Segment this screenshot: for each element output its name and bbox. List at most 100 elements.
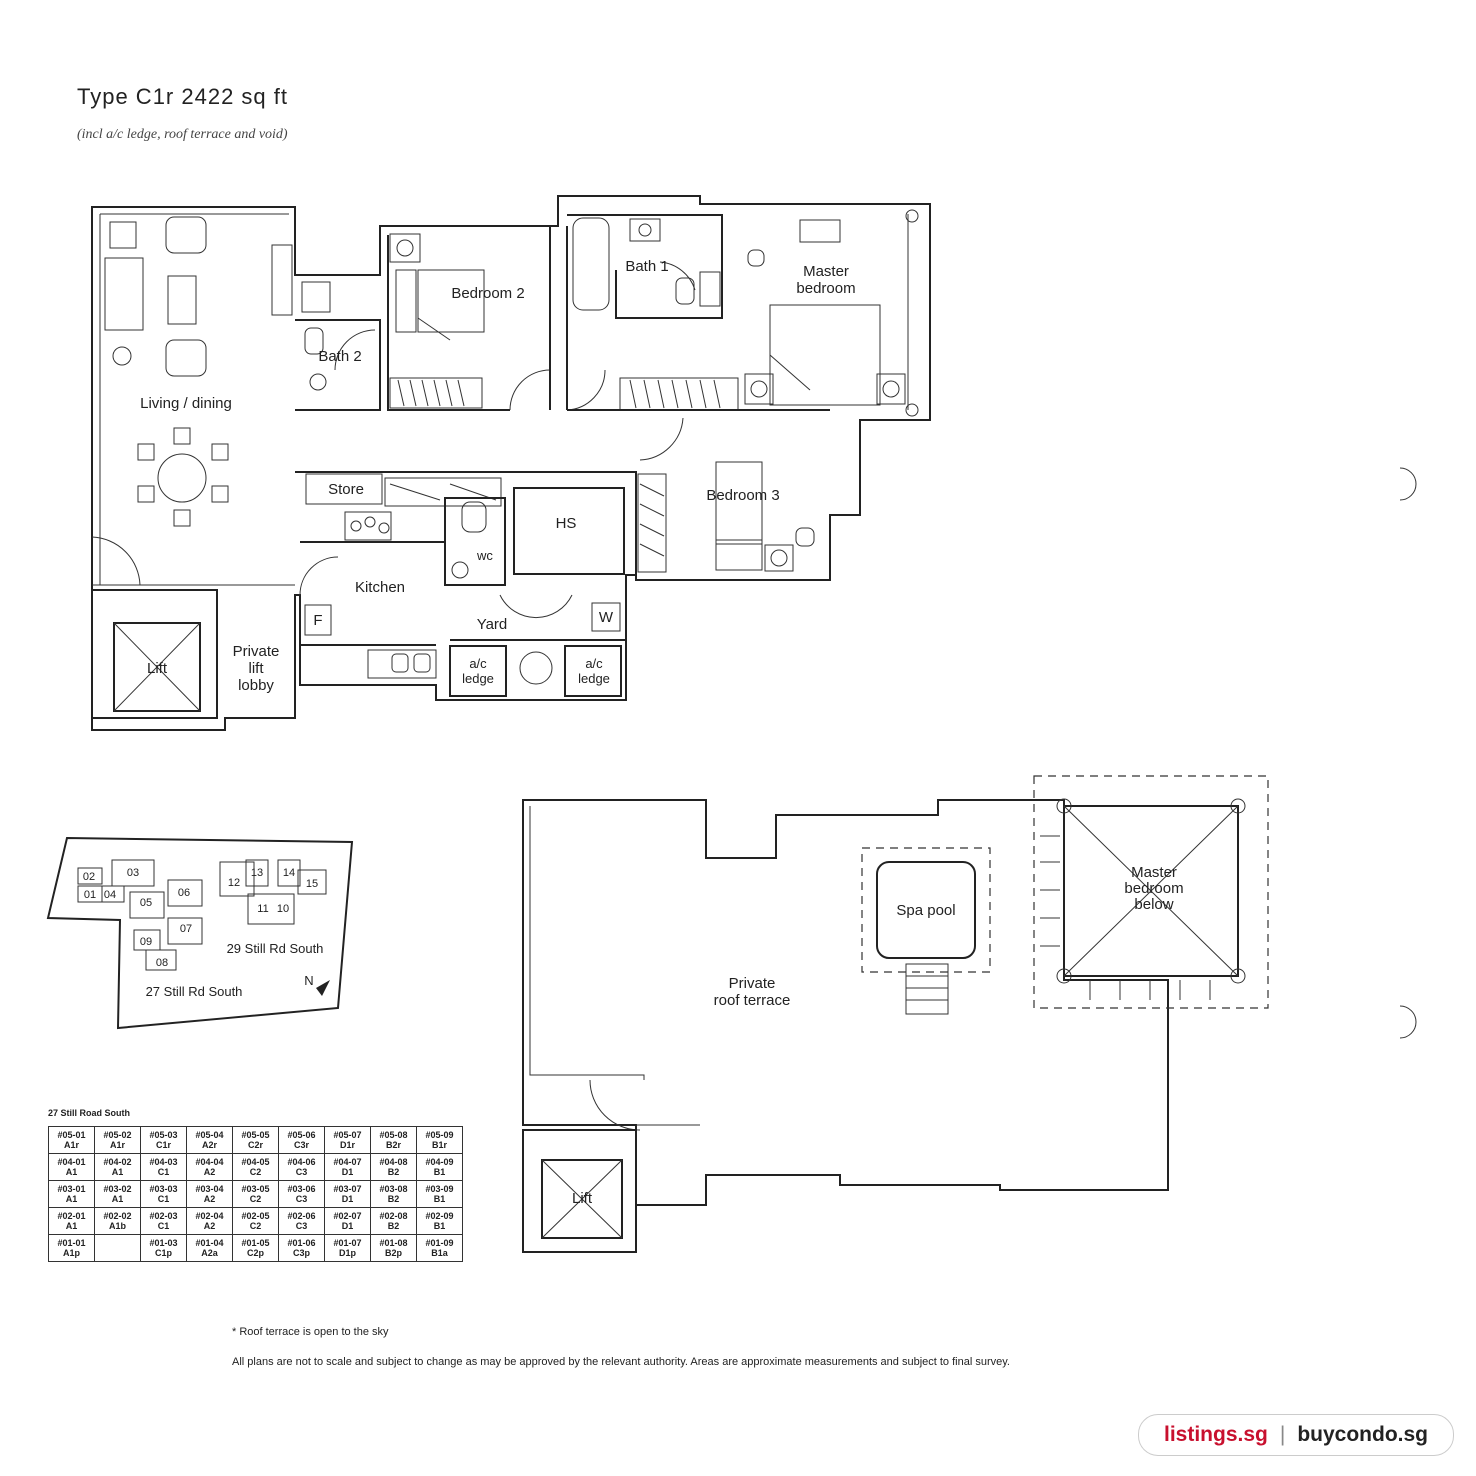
label-bath-2: Bath 2 [318,348,361,365]
unit-table-title: 27 Still Road South [48,1108,131,1118]
plan-title: Type C1r 2422 sq ft [77,84,288,109]
brand-listings[interactable]: listings.sg [1164,1423,1268,1446]
site-unit-numbers: 02 03 01 04 05 06 07 09 08 12 13 14 15 1… [83,867,318,969]
label-store: Store [328,481,364,498]
site-unit-number: 09 [140,936,152,948]
brand-badge[interactable]: listings.sg | buycondo.sg [1138,1414,1454,1456]
site-unit-number: 12 [228,877,240,889]
roof-plan [522,775,1269,1253]
site-unit-number: 04 [104,889,116,901]
site-unit-number: 07 [180,923,192,935]
label-block-29: 29 Still Rd South [227,941,324,956]
label-kitchen: Kitchen [355,579,405,596]
label-bedroom-2: Bedroom 2 [451,285,524,302]
roof-terrace-note: * Roof terrace is open to the sky [232,1326,389,1338]
site-unit-number: 14 [283,867,295,879]
label-bath-1: Bath 1 [625,258,668,275]
label-hs: HS [556,515,577,532]
label-north: N [304,973,313,988]
main-floor-plan [91,195,931,731]
label-wc: wc [476,548,493,563]
site-unit-number: 10 [277,903,289,915]
label-lift: Lift [147,660,168,677]
brand-buycondo[interactable]: buycondo.sg [1297,1423,1428,1446]
table-cell [94,1234,141,1262]
site-unit-number: 15 [306,878,318,890]
brand-separator: | [1279,1423,1286,1446]
disclaimer-note: All plans are not to scale and subject t… [232,1356,1010,1368]
site-unit-number: 01 [84,889,96,901]
label-fridge: F [313,612,322,629]
label-block-27: 27 Still Rd South [146,984,243,999]
site-unit-number: 05 [140,897,152,909]
label-bedroom-3: Bedroom 3 [706,487,779,504]
label-spa-pool: Spa pool [896,902,955,919]
site-unit-number: 13 [251,867,263,879]
plan-subtitle: (incl a/c ledge, roof terrace and void) [77,127,288,142]
label-living-dining: Living / dining [140,395,232,412]
label-roof-lift: Lift [572,1190,593,1207]
label-washer: W [599,609,614,626]
site-key-plan [46,836,354,1030]
site-unit-number: 06 [178,887,190,899]
site-unit-number: 03 [127,867,139,879]
site-unit-number: 11 [257,903,268,915]
site-unit-number: 08 [156,957,168,969]
site-unit-number: 02 [83,871,95,883]
